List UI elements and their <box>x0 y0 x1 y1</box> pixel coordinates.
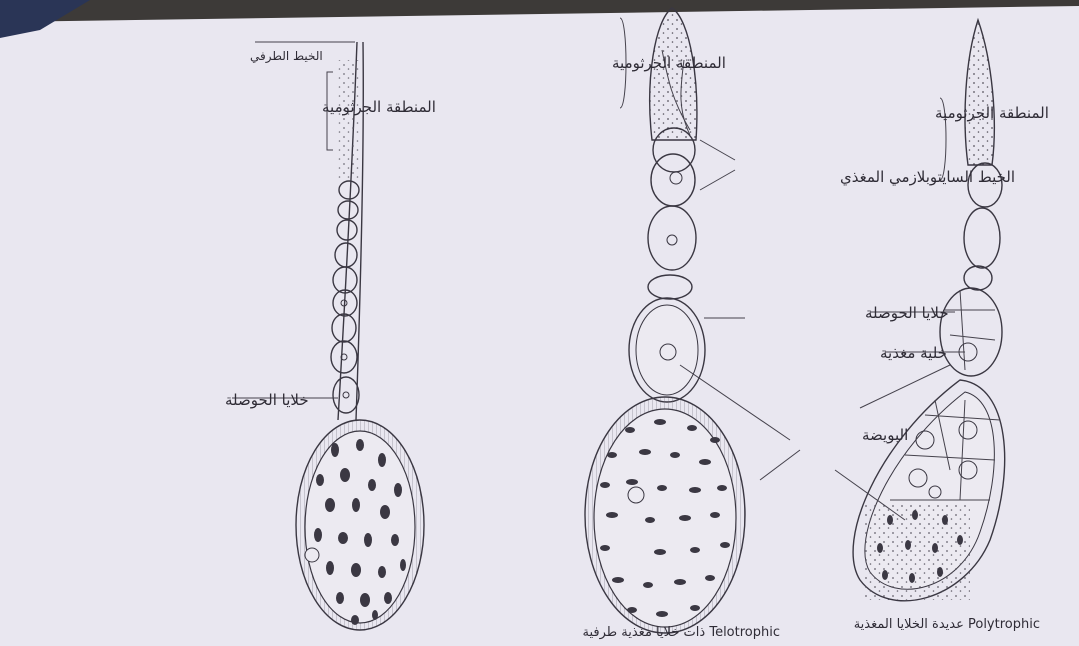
mature-oocyte-1 <box>296 420 424 630</box>
label-germarium-1: المنطقة الجرثومية <box>322 98 436 116</box>
label-germarium-3: المنطقة الجرثومية <box>935 104 1049 122</box>
label-nurse-cell: خلية مغذية <box>880 344 947 362</box>
caption-polytrophic: عديدة الخلايا المغذية Polytrophic <box>854 617 1040 632</box>
label-follicle-cells-3: خلايا الحوصلة <box>865 304 949 322</box>
label-oocyte: البويضة <box>862 426 908 444</box>
label-terminal-filament: الخيط الطرفي <box>250 49 323 64</box>
mature-oocyte-2 <box>585 397 745 633</box>
label-germarium-2: المنطقة الجرثومية <box>612 54 726 72</box>
caption-telotrophic: ذات خلايا مغذية طرفية Telotrophic <box>583 625 780 640</box>
germarium-region <box>337 60 361 180</box>
label-follicle-cells-1: خلايا الحوصلة <box>225 391 309 409</box>
label-nutritive-cord: الخيط السايتوبلازمي المغذي <box>840 168 1015 187</box>
